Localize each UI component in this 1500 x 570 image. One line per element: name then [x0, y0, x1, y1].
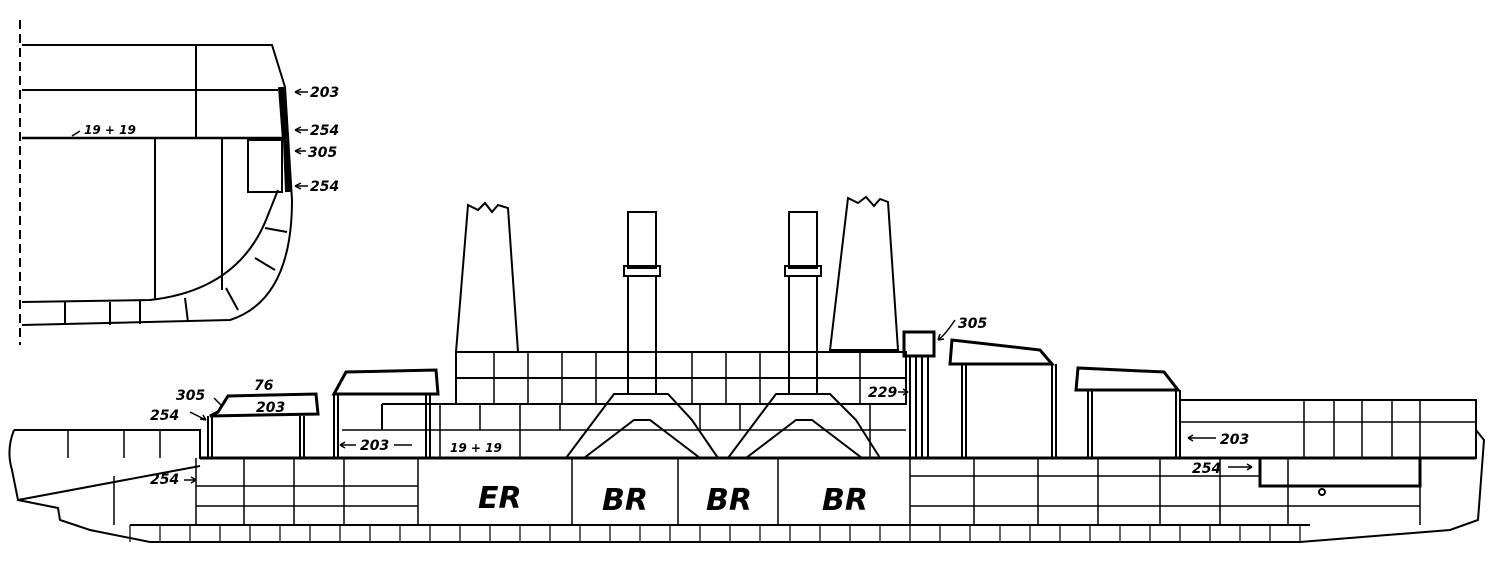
frame-tick [264, 227, 288, 233]
section-label-deck: 19 + 19 [84, 123, 136, 137]
funnel-4 [828, 195, 900, 351]
keel-segments [129, 525, 1301, 542]
section-label-203: 203 [310, 85, 339, 101]
belt-armor-main [283, 139, 291, 193]
uptake-3-top [788, 211, 818, 269]
superstructure-grid [342, 352, 906, 458]
frame-tick [184, 297, 189, 323]
turret-5 [1074, 366, 1182, 392]
label-229: 229 [868, 385, 897, 401]
belt-armor-upper [278, 86, 288, 141]
inner-hull [21, 189, 279, 303]
label-305-bow: 305 [176, 388, 205, 404]
hull-grid [67, 400, 1476, 525]
uptake-3-body [788, 275, 818, 395]
compartment-er: ER [478, 481, 522, 516]
side-profile-view [8, 195, 1486, 543]
label-254-lower: 254 [150, 472, 179, 488]
uptake-2-top [627, 211, 657, 269]
stern-belt-box [1258, 456, 1422, 488]
superstructure-mid [381, 403, 906, 430]
section-label-254-lower: 254 [310, 179, 339, 195]
turret-4 [948, 338, 1056, 366]
upper-deck-line [14, 399, 1477, 459]
label-305-tower: 305 [958, 316, 987, 332]
turret-5-barbette [1087, 390, 1181, 458]
turret-4-barbette [961, 364, 1057, 458]
label-254-bow: 254 [150, 408, 179, 424]
uptake-2-body [627, 275, 657, 395]
cross-section-view [19, 20, 308, 345]
compartment-br-2: BR [706, 483, 752, 518]
callout-arrows [184, 319, 1253, 484]
compartment-br-1: BR [602, 483, 648, 518]
funnel-1 [454, 201, 520, 353]
label-254-stern: 254 [1192, 461, 1221, 477]
frame-tick [254, 257, 276, 271]
hull-profile [8, 400, 1486, 543]
conning-tower [902, 330, 936, 358]
hull-outline [21, 44, 294, 326]
frame-tick [225, 287, 239, 311]
turret-2-barbette [333, 394, 431, 458]
turret-2 [331, 368, 440, 396]
propeller-shaft [1318, 488, 1326, 496]
label-203-barbette: 203 [360, 438, 389, 454]
label-203-bow-turret: 203 [256, 400, 285, 416]
bow-turret [209, 392, 320, 418]
label-203-stern: 203 [1220, 432, 1249, 448]
belt-box [247, 139, 283, 193]
bow-ram-line [17, 465, 201, 501]
compartment-br-3: BR [822, 483, 868, 518]
label-76: 76 [254, 378, 274, 394]
section-label-254-upper: 254 [310, 123, 339, 139]
section-label-305: 305 [308, 145, 337, 161]
label-19-19: 19 + 19 [450, 441, 502, 455]
bow-barbette [207, 416, 305, 458]
